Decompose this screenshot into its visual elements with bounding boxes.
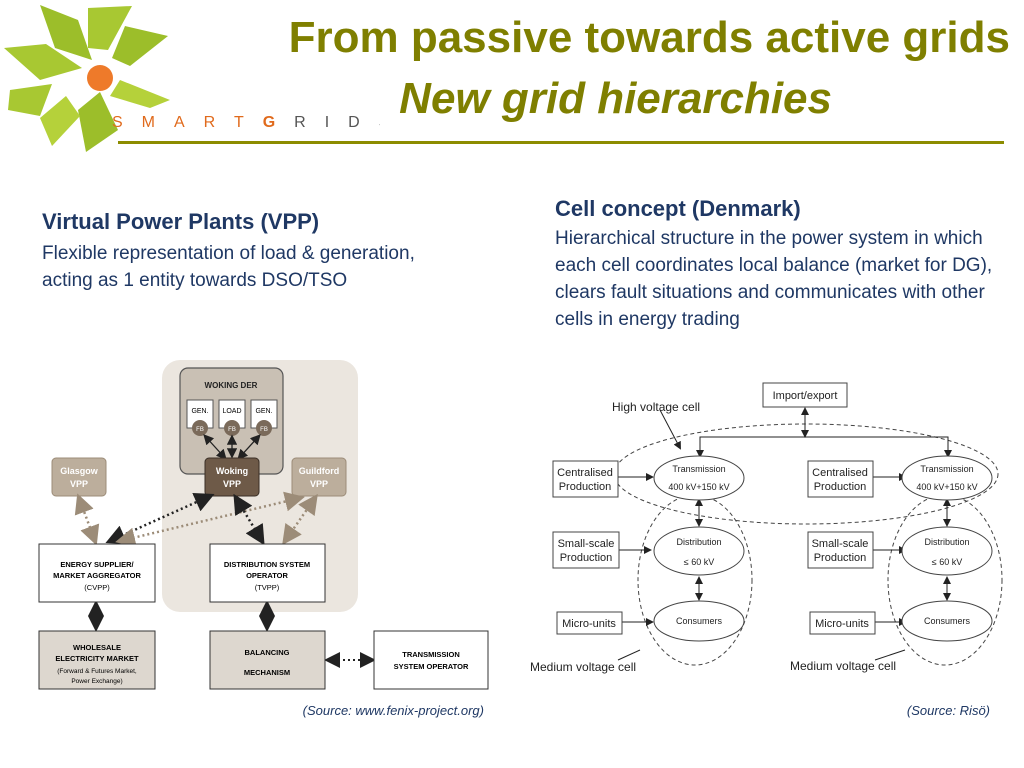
glasgow-vpp-label-1: Glasgow bbox=[60, 466, 99, 476]
energy-supplier-label-2: MARKET AGGREGATOR bbox=[53, 571, 141, 580]
glasgow-vpp-box bbox=[51, 457, 107, 497]
wholesale-label-2: ELECTRICITY MARKET bbox=[55, 654, 139, 663]
small-scale-label-1a: Small-scale bbox=[558, 538, 615, 550]
import-export-label: Import/export bbox=[773, 390, 838, 402]
transmission-label-2: Transmission bbox=[920, 464, 973, 474]
logo-wordmark-g: G bbox=[263, 114, 294, 131]
small-scale-label-2a: Small-scale bbox=[812, 538, 869, 550]
consumers-node-1 bbox=[653, 600, 745, 642]
logo-leaves bbox=[4, 5, 170, 152]
distribution-label-2: Distribution bbox=[924, 537, 969, 547]
gen-unit-2: GEN. FB bbox=[250, 399, 278, 436]
logo-wordmark-rids: RIDS bbox=[294, 114, 380, 131]
centralised-label-2a: Centralised bbox=[812, 467, 868, 479]
logo-wordmark-s: SMART bbox=[112, 114, 263, 131]
title-underline bbox=[118, 141, 1004, 144]
guildford-vpp-label-1: Guildford bbox=[299, 466, 340, 476]
glasgow-vpp-label-2: VPP bbox=[70, 479, 88, 489]
wholesale-market-box bbox=[38, 630, 156, 690]
small-scale-production-box-2 bbox=[807, 531, 874, 569]
transmission-kv-2: 400 kV+150 kV bbox=[916, 482, 977, 492]
micro-units-box-1 bbox=[556, 611, 623, 635]
micro-units-label-1: Micro-units bbox=[562, 618, 616, 630]
consumers-label-1: Consumers bbox=[676, 616, 723, 626]
small-scale-production-box-1 bbox=[552, 531, 620, 569]
logo-sun bbox=[87, 65, 113, 91]
distribution-node-2 bbox=[901, 526, 993, 576]
small-scale-label-1b: Production bbox=[560, 552, 613, 564]
balancing-box bbox=[209, 630, 326, 690]
cell-diagram: Import/export High voltage cell Centrali… bbox=[530, 382, 1003, 674]
high-voltage-cell-label: High voltage cell bbox=[612, 400, 700, 414]
transmission-node-2 bbox=[901, 455, 993, 501]
svg-text:SMARTGRIDS: SMARTGRIDS bbox=[112, 114, 380, 131]
energy-supplier-box bbox=[38, 543, 156, 603]
transmission-label-1: Transmission bbox=[672, 464, 725, 474]
load-label: LOAD bbox=[222, 408, 241, 415]
distribution-kv-2: ≤ 60 kV bbox=[932, 557, 962, 567]
slide-title: From passive towards active grids bbox=[288, 13, 1010, 62]
micro-units-box-2 bbox=[809, 611, 876, 635]
consumers-node-2 bbox=[901, 600, 993, 642]
gen-unit-1: GEN. FB bbox=[186, 399, 214, 436]
vpp-description: Flexible representation of load & genera… bbox=[42, 243, 415, 291]
woking-vpp-label-2: VPP bbox=[223, 479, 241, 489]
balancing-label-1: BALANCING bbox=[245, 648, 290, 657]
medium-voltage-cell-label-2: Medium voltage cell bbox=[790, 659, 896, 673]
consumers-label-2: Consumers bbox=[924, 616, 971, 626]
vpp-heading: Virtual Power Plants (VPP) bbox=[42, 209, 320, 234]
fb-1-label: FB bbox=[196, 427, 204, 433]
wholesale-label-4: Power Exchange) bbox=[71, 678, 122, 685]
guildford-vpp-box bbox=[291, 457, 347, 497]
vpp-connections bbox=[74, 491, 376, 668]
energy-supplier-label-3: (CVPP) bbox=[84, 583, 110, 592]
tso-box bbox=[373, 630, 489, 690]
gen-2-label: GEN. bbox=[255, 408, 272, 415]
centralised-label-1a: Centralised bbox=[557, 467, 613, 479]
wholesale-label-1: WHOLESALE bbox=[73, 643, 121, 652]
vpp-diagram: WOKING DER GEN. FB LOAD FB GEN. FB Wokin… bbox=[38, 360, 489, 690]
smartgrids-logo: SMARTGRIDS bbox=[4, 5, 380, 152]
small-scale-label-2b: Production bbox=[814, 552, 867, 564]
transmission-kv-1: 400 kV+150 kV bbox=[668, 482, 729, 492]
cell-heading: Cell concept (Denmark) bbox=[555, 196, 801, 221]
centralised-production-box-2 bbox=[807, 460, 874, 498]
micro-units-label-2: Micro-units bbox=[815, 618, 869, 630]
woking-vpp-box bbox=[204, 457, 260, 497]
dso-box bbox=[209, 543, 326, 603]
gen-1-label: GEN. bbox=[191, 408, 208, 415]
fb-arrows bbox=[203, 434, 261, 460]
load-unit: LOAD FB bbox=[218, 399, 246, 436]
woking-der-label: WOKING DER bbox=[205, 381, 258, 390]
cell-source: (Source: Risö) bbox=[906, 703, 990, 718]
centralised-label-2b: Production bbox=[814, 481, 867, 493]
dso-label-3: (TVPP) bbox=[255, 583, 280, 592]
centralised-production-box-1 bbox=[552, 460, 619, 498]
fb-3-label: FB bbox=[260, 427, 268, 433]
wholesale-label-3: (Forward & Futures Market, bbox=[57, 668, 137, 675]
dso-label-1: DISTRIBUTION SYSTEM bbox=[224, 560, 310, 569]
import-export-box bbox=[762, 382, 848, 408]
dso-label-2: OPERATOR bbox=[246, 571, 288, 580]
fb-2-label: FB bbox=[228, 427, 236, 433]
slide-subtitle: New grid hierarchies bbox=[399, 74, 832, 123]
medium-voltage-cell-label-1: Medium voltage cell bbox=[530, 660, 636, 674]
vpp-source: (Source: www.fenix-project.org) bbox=[302, 703, 484, 718]
distribution-label-1: Distribution bbox=[676, 537, 721, 547]
energy-supplier-label-1: ENERGY SUPPLIER/ bbox=[60, 560, 134, 569]
guildford-vpp-label-2: VPP bbox=[310, 479, 328, 489]
balancing-label-2: MECHANISM bbox=[244, 668, 290, 677]
distribution-node-1 bbox=[653, 526, 745, 576]
woking-vpp-label-1: Woking bbox=[216, 466, 248, 476]
tso-label-2: SYSTEM OPERATOR bbox=[394, 662, 469, 671]
transmission-node-1 bbox=[653, 455, 745, 501]
centralised-label-1b: Production bbox=[559, 481, 612, 493]
cell-description: Hierarchical structure in the power syst… bbox=[555, 228, 993, 330]
tso-label-1: TRANSMISSION bbox=[402, 650, 460, 659]
distribution-kv-1: ≤ 60 kV bbox=[684, 557, 714, 567]
